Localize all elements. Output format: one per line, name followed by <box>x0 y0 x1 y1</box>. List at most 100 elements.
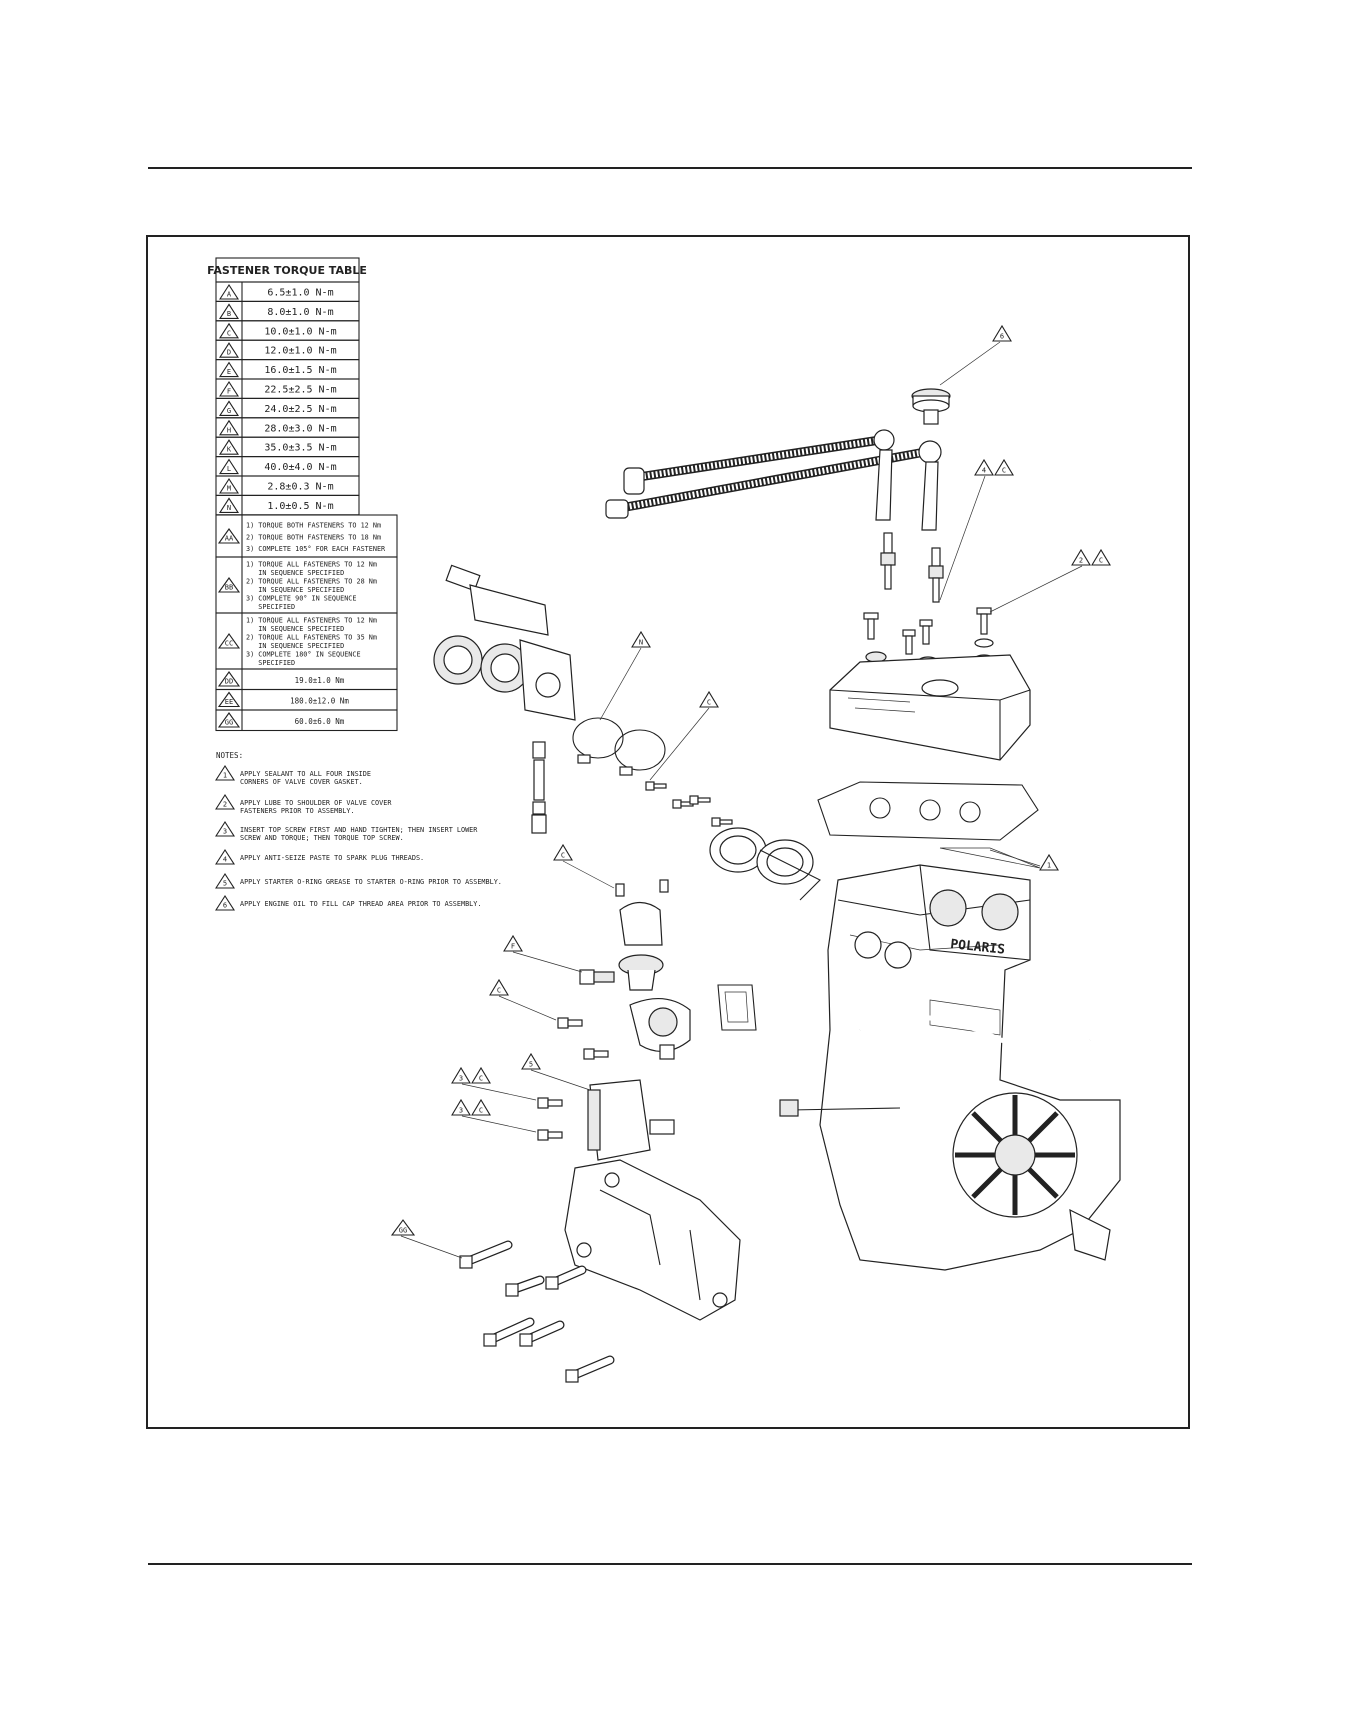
callout-gasket-sealant: 1 <box>989 849 1059 871</box>
torque-code-triangle-label: H <box>227 426 231 434</box>
torque-sequence-row: CC 1) TORQUE ALL FASTENERS TO 12 Nm IN SE… <box>215 612 398 670</box>
top-rule <box>148 167 1192 169</box>
callout-triangle-label: C <box>561 852 565 860</box>
sequence-step: IN SEQUENCE SPECIFIED <box>246 586 344 594</box>
sequence-step: SPECIFIED <box>246 603 295 611</box>
callout-triangle: C <box>553 843 573 861</box>
torque-code-triangle-label: K <box>227 446 232 454</box>
torque-code-triangle-label: L <box>227 465 231 473</box>
torque-code-triangle-label: N <box>227 504 231 512</box>
note-number-triangle-label: 4 <box>223 856 227 864</box>
sequence-step: 2) TORQUE BOTH FASTENERS TO 18 Nm <box>246 533 381 541</box>
mount-bolt <box>505 1275 545 1297</box>
callout-temp-sensor: F <box>503 934 583 973</box>
note-number-triangle-label: 3 <box>223 828 227 836</box>
ignition-coil-wires <box>605 429 942 519</box>
sequence-step: 3) COMPLETE 180° IN SEQUENCE <box>246 650 361 658</box>
torque-value: 16.0±1.5 N-m <box>264 365 336 376</box>
torque-code-triangle: GG <box>217 712 241 728</box>
temperature-sensor <box>579 969 615 985</box>
sequence-step: 1) TORQUE ALL FASTENERS TO 12 Nm <box>246 616 377 624</box>
torque-row: G 24.0±2.5 N-m <box>215 397 360 419</box>
callout-triangle-label: C <box>479 1107 483 1115</box>
torque-row: GG 60.0±6.0 Nm <box>215 709 398 732</box>
torque-code-triangle: G <box>218 400 240 416</box>
sequence-step: 2) TORQUE ALL FASTENERS TO 28 Nm <box>246 577 377 585</box>
torque-code-triangle: K <box>218 439 240 455</box>
sequence-step: 3) COMPLETE 105° FOR EACH FASTENER <box>246 545 386 553</box>
callout-triangle: C <box>994 458 1014 476</box>
torque-code-triangle-label: G <box>227 407 231 415</box>
torque-code-triangle: M <box>218 477 240 494</box>
torque-code-triangle-label: M <box>227 485 231 493</box>
thermostat-housing <box>615 879 757 1060</box>
engine-brand-text: POLARIS <box>950 937 1006 958</box>
note-text: APPLY ANTI-SEIZE PASTE TO SPARK PLUG THR… <box>240 854 424 862</box>
intake-boots <box>709 827 821 901</box>
torque-value: 24.0±2.5 N-m <box>264 404 336 415</box>
torque-sequence-row: BB1) TORQUE ALL FASTENERS TO 12 Nm IN SE… <box>215 556 398 614</box>
callout-triangle: 2 <box>1071 548 1091 566</box>
callout-triangle-label: C <box>1002 467 1006 475</box>
callout-triangle-label: 2 <box>1079 557 1083 565</box>
note-item: 5 APPLY STARTER O-RING GREASE TO STARTER … <box>214 872 502 889</box>
torque-code-triangle-label: AA <box>225 535 234 543</box>
sequence-step: IN SEQUENCE SPECIFIED <box>246 625 344 633</box>
torque-value: 60.0±6.0 Nm <box>295 717 345 726</box>
torque-code-triangle: BB <box>217 577 241 593</box>
ignition-coils <box>875 449 939 531</box>
callout-triangle-label: N <box>639 639 643 647</box>
torque-value: 22.5±2.5 N-m <box>264 385 336 396</box>
callout-triangle-label: 3 <box>459 1107 463 1115</box>
note-text: INSERT TOP SCREW FIRST AND HAND TIGHTEN;… <box>240 826 478 834</box>
mount-bolt <box>545 1265 587 1290</box>
note-text: APPLY STARTER O-RING GREASE TO STARTER O… <box>240 878 502 886</box>
valve-cover <box>829 654 1031 761</box>
engine-block: POLARIS <box>779 864 1121 1271</box>
callout-intake-bolt: C <box>649 690 719 781</box>
callout-triangle: GG <box>390 1219 416 1236</box>
mount-bolt <box>459 1240 513 1269</box>
torque-value: 180.0±12.0 Nm <box>290 697 349 706</box>
note-text: APPLY SEALANT TO ALL FOUR INSIDE <box>240 770 371 778</box>
callout-triangle: 3 <box>451 1066 471 1084</box>
callout-hose-clamp: N <box>599 630 651 721</box>
torque-table-title: FASTENER TORQUE TABLE <box>207 264 367 277</box>
callout-triangle: 1 <box>1039 853 1059 871</box>
callout-triangle: N <box>631 630 651 648</box>
callout-triangle-label: 1 <box>1047 862 1051 870</box>
note-number-triangle: 5 <box>214 872 236 889</box>
torque-code-triangle-label: CC <box>225 640 233 648</box>
torque-code-triangle: F <box>218 380 240 397</box>
torque-value: 19.0±1.0 Nm <box>295 676 345 685</box>
note-number-triangle: 3 <box>214 820 236 837</box>
torque-value: 12.0±1.0 N-m <box>264 346 336 357</box>
torque-code-triangle: L <box>218 458 240 475</box>
hose-clamps <box>572 717 666 776</box>
note-text: APPLY LUBE TO SHOULDER OF VALVE COVER <box>240 799 392 807</box>
callout-starter: 5 <box>521 1052 591 1091</box>
torque-code-triangle-label: D <box>227 349 231 357</box>
callout-triangle-label: C <box>497 987 501 995</box>
note-text: FASTENERS PRIOR TO ASSEMBLY. <box>240 807 355 815</box>
callout-triangle-label: F <box>511 943 515 951</box>
callout-triangle-label: C <box>479 1075 483 1083</box>
callout-triangle: C <box>699 690 719 708</box>
callout-housing-bolt: C <box>489 978 557 1021</box>
callout-triangle: F <box>503 934 523 952</box>
torque-code-triangle-label: DD <box>225 678 233 686</box>
torque-value: 2.8±0.3 N-m <box>267 482 333 493</box>
